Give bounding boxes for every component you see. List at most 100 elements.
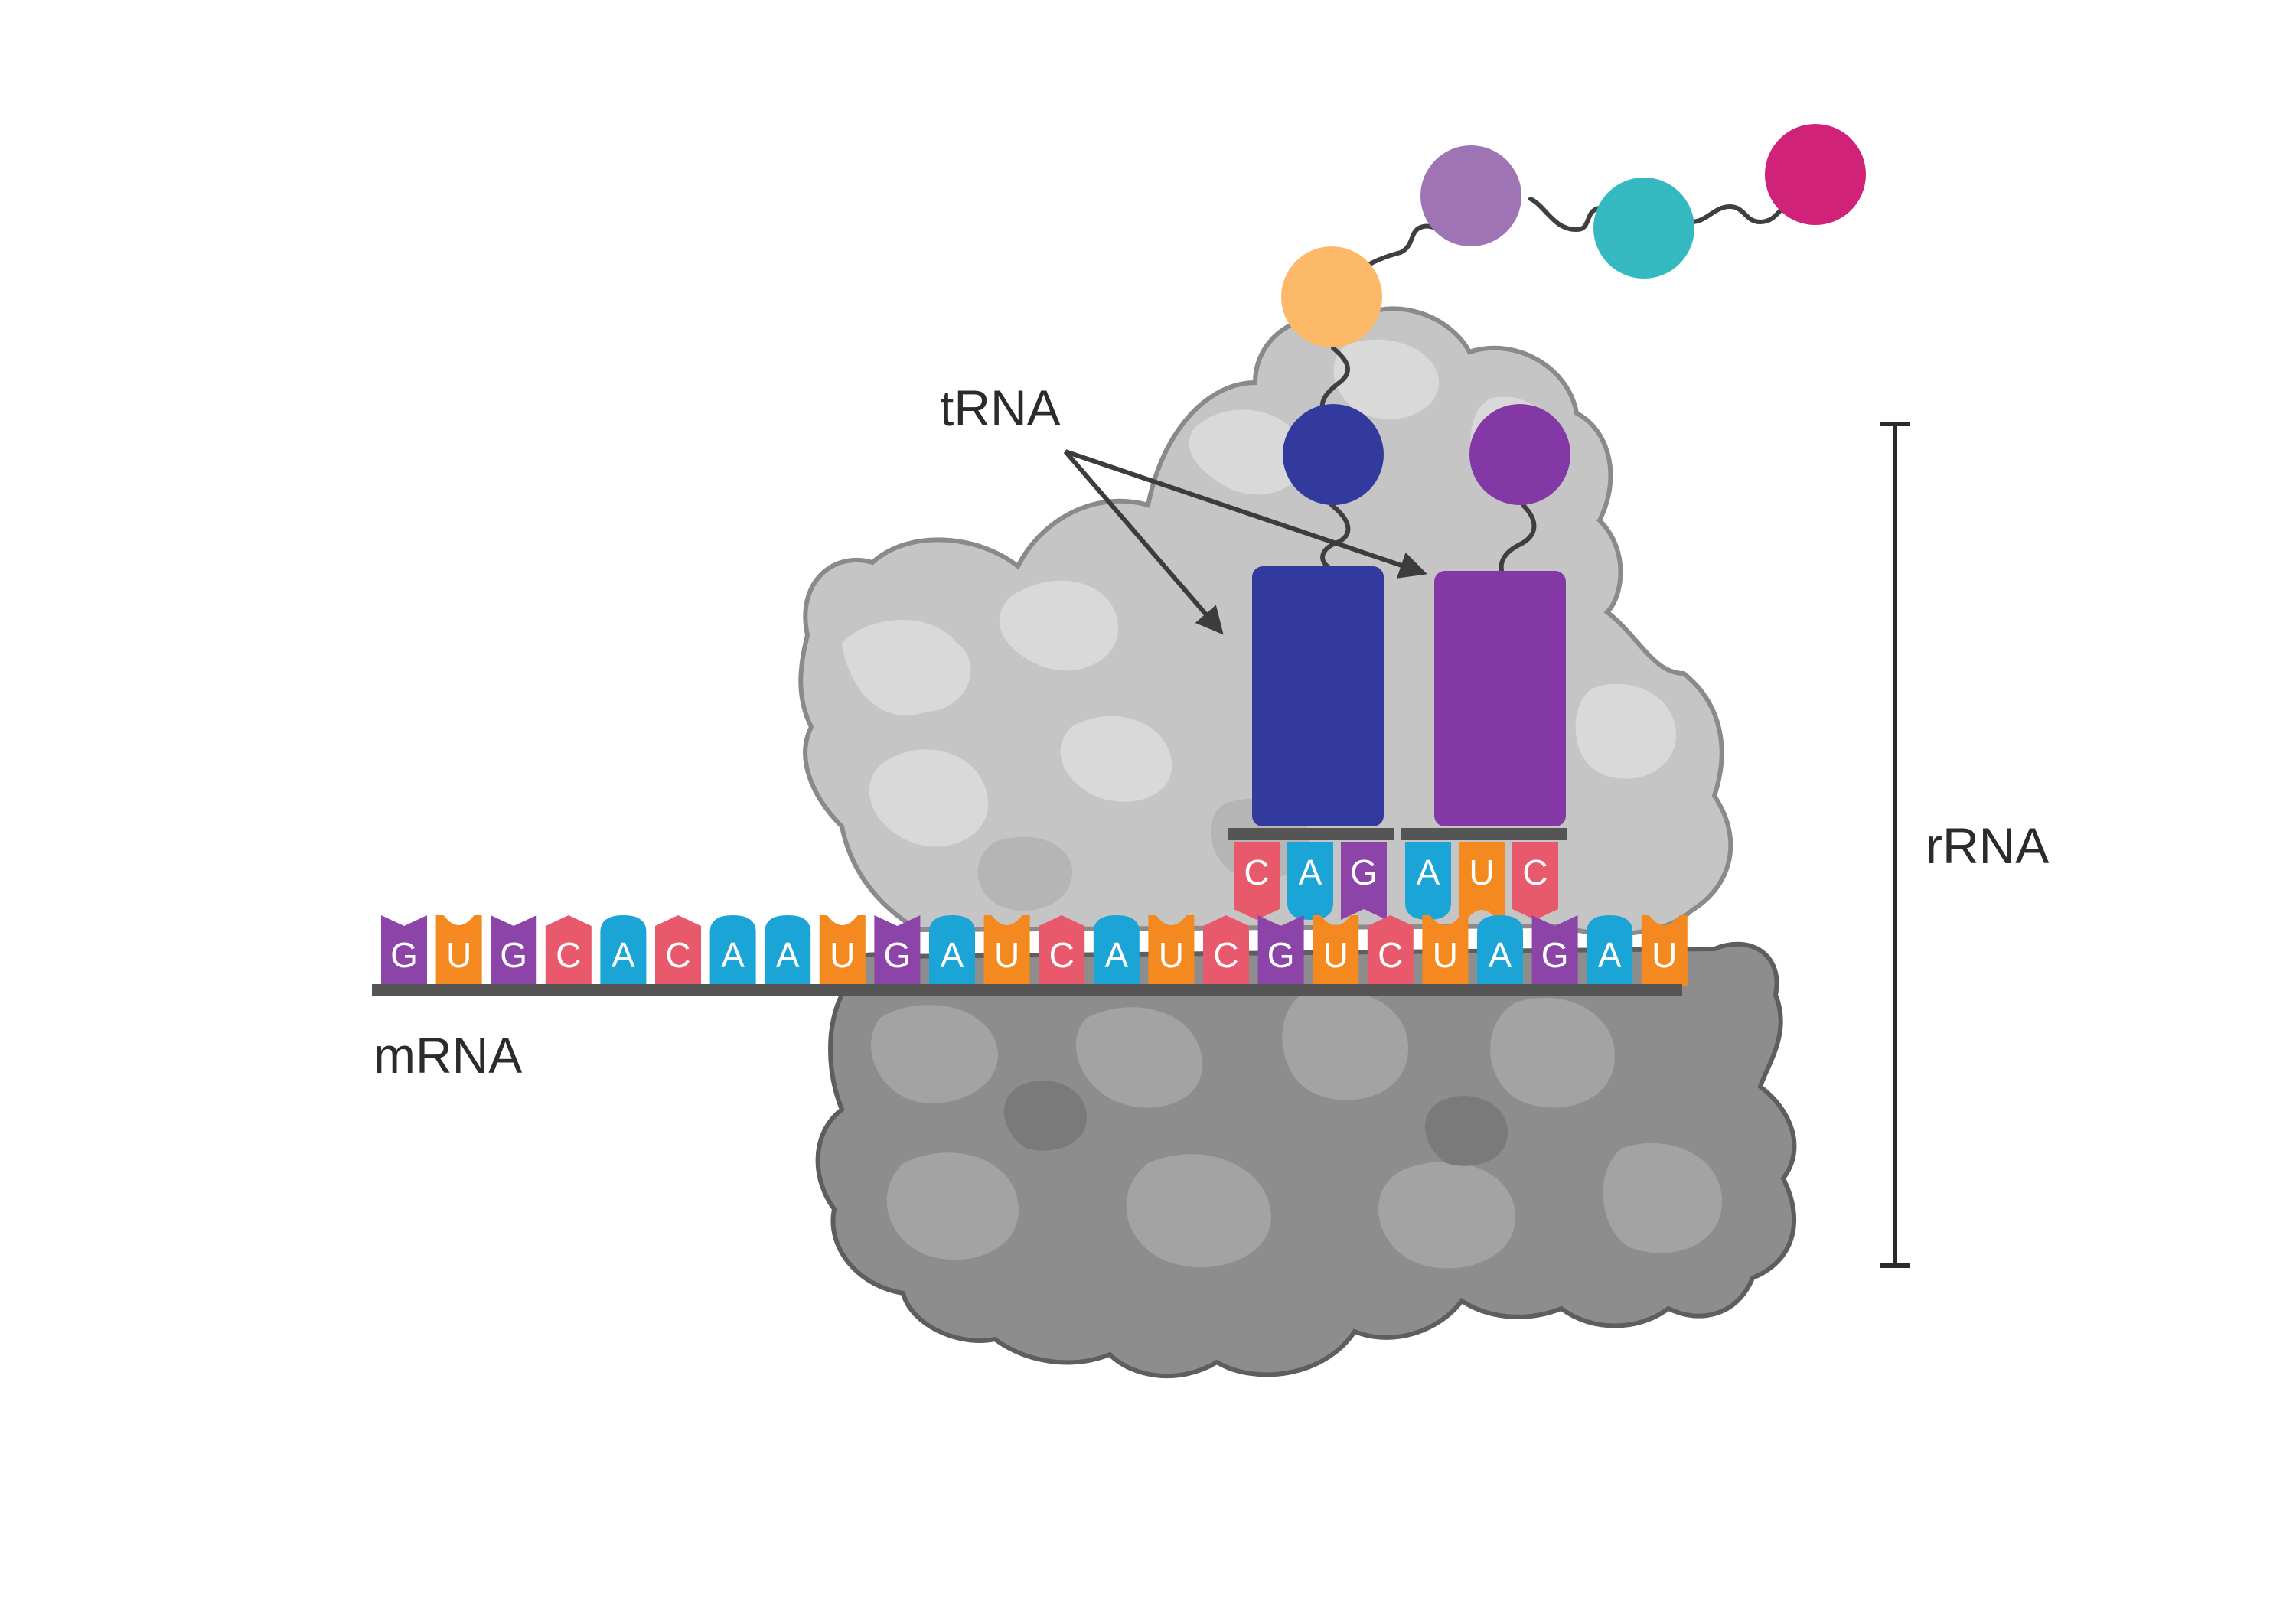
nucleotide-U-shape: [983, 915, 1030, 986]
mrna-nucleotide-letter: U: [1159, 935, 1184, 975]
nucleotide-A-shape: [1405, 842, 1451, 920]
nucleotide-A-shape: [1587, 915, 1633, 986]
mrna-nucleotide: A: [765, 915, 811, 986]
mrna-nucleotide: G: [491, 915, 537, 986]
mrna-nucleotide: G: [1257, 915, 1304, 986]
mrna-nucleotide: C: [545, 915, 592, 986]
anticodon-nucleotide-letter: C: [1522, 852, 1548, 892]
mrna-nucleotide-letter: A: [941, 935, 964, 975]
mrna-nucleotide: C: [1039, 915, 1085, 986]
mrna-nucleotide-letter: G: [500, 935, 527, 975]
anticodon-nucleotide-letter: A: [1417, 852, 1440, 892]
mrna-nucleotide-letter: C: [1049, 935, 1075, 975]
nucleotide-G-shape: [381, 915, 427, 986]
mrna-nucleotide: A: [1477, 915, 1523, 986]
mrna-nucleotide-letter: U: [994, 935, 1019, 975]
mrna-nucleotide-letter: C: [665, 935, 690, 975]
anticodon-nucleotide: U: [1459, 842, 1505, 920]
nucleotide-G-shape: [491, 915, 537, 986]
mrna-nucleotide: A: [929, 915, 975, 986]
anticodon-nucleotide: G: [1341, 842, 1387, 920]
nucleotide-U-shape: [1422, 915, 1469, 986]
mrna-label: mRNA: [373, 1027, 522, 1084]
anticodon-nucleotide-letter: A: [1299, 852, 1322, 892]
mrna-nucleotide: A: [1587, 915, 1633, 986]
nucleotide-A-shape: [709, 915, 756, 986]
nucleotide-G-shape: [1341, 842, 1387, 920]
nucleotide-U-shape: [435, 915, 482, 986]
trna-right-body: [1434, 571, 1566, 826]
nucleotide-U-shape: [819, 915, 866, 986]
rrna-label: rRNA: [1926, 817, 2049, 874]
nucleotide-C-shape: [1367, 915, 1414, 986]
mrna-nucleotide-letter: U: [1652, 935, 1677, 975]
nucleotide-U-shape: [1459, 842, 1505, 920]
mrna-nucleotide-letter: A: [1489, 935, 1512, 975]
mrna-nucleotide-letter: A: [1104, 935, 1128, 975]
rrna-annotation: rRNA: [1880, 422, 2049, 1268]
nucleotide-G-shape: [1257, 915, 1304, 986]
anticodon-nucleotide: A: [1287, 842, 1333, 920]
mrna-nucleotide: C: [655, 915, 701, 986]
nucleotide-C-shape: [1512, 842, 1558, 920]
amino-acid-lavender: [1420, 145, 1521, 246]
trna-left-amino-acid: [1283, 404, 1384, 505]
anticodon-nucleotide: A: [1405, 842, 1451, 920]
mrna-nucleotide-letter: G: [884, 935, 912, 975]
mrna-nucleotide: U: [1313, 915, 1359, 986]
trna-left-body: [1252, 566, 1384, 826]
mrna-nucleotide-letter: U: [1433, 935, 1458, 975]
trna-arrow-left: [1063, 450, 1224, 635]
mrna-nucleotide: C: [1203, 915, 1249, 986]
mrna-nucleotide-letter: U: [830, 935, 855, 975]
anticodon-nucleotide-letter: G: [1350, 852, 1378, 892]
amino-acid-teal: [1593, 178, 1694, 279]
nucleotide-C-shape: [655, 915, 701, 986]
mrna-nucleotide-letter: U: [446, 935, 471, 975]
trna-right: [1401, 404, 1570, 840]
mrna-nucleotide-letter: G: [1541, 935, 1569, 975]
mrna-nucleotide: G: [381, 915, 427, 986]
nucleotide-C-shape: [545, 915, 592, 986]
mrna-nucleotide-letter: A: [776, 935, 800, 975]
trna-right-anticodon-bar: [1401, 828, 1567, 840]
trna-left-anticodon-bar: [1228, 828, 1394, 840]
nucleotide-A-shape: [1287, 842, 1333, 920]
mrna-nucleotide: A: [709, 915, 756, 986]
mrna-nucleotide-letter: C: [1213, 935, 1238, 975]
trna-left: [1228, 404, 1394, 840]
trna-right-amino-acid: [1469, 404, 1570, 505]
anticodon-nucleotide-letter: C: [1244, 852, 1269, 892]
peptide-link-3: [1689, 203, 1789, 225]
nucleotide-G-shape: [1531, 915, 1578, 986]
ribosome-small-subunit: [815, 941, 1797, 1379]
nucleotide-U-shape: [1641, 915, 1688, 986]
nucleotide-C-shape: [1039, 915, 1085, 986]
mrna-nucleotide-letter: A: [1598, 935, 1622, 975]
nucleotide-C-shape: [1234, 842, 1280, 920]
amino-acid-orange: [1281, 246, 1382, 347]
mrna-nucleotide: U: [819, 915, 866, 986]
mrna-nucleotide: U: [1422, 915, 1469, 986]
nucleotide-C-shape: [1203, 915, 1249, 986]
trna-right-linker: [1499, 503, 1537, 572]
mrna-nucleotide: C: [1367, 915, 1414, 986]
mrna-nucleotide-letter: A: [721, 935, 745, 975]
mrna-nucleotide: A: [1093, 915, 1140, 986]
mrna-nucleotide-letter: C: [1378, 935, 1403, 975]
mrna-nucleotide: G: [1531, 915, 1578, 986]
mrna-nucleotide-letter: G: [1267, 935, 1295, 975]
mrna-nucleotide-letter: A: [612, 935, 635, 975]
anticodon-nucleotide: C: [1234, 842, 1280, 920]
nucleotide-A-shape: [1477, 915, 1523, 986]
anticodon-nucleotide: C: [1512, 842, 1558, 920]
mrna-nucleotide: G: [874, 915, 921, 986]
nucleotide-A-shape: [929, 915, 975, 986]
mrna-nucleotide-letter: G: [390, 935, 418, 975]
mrna-nucleotide: U: [983, 915, 1030, 986]
mrna-nucleotide: U: [1148, 915, 1195, 986]
nucleotide-G-shape: [874, 915, 921, 986]
